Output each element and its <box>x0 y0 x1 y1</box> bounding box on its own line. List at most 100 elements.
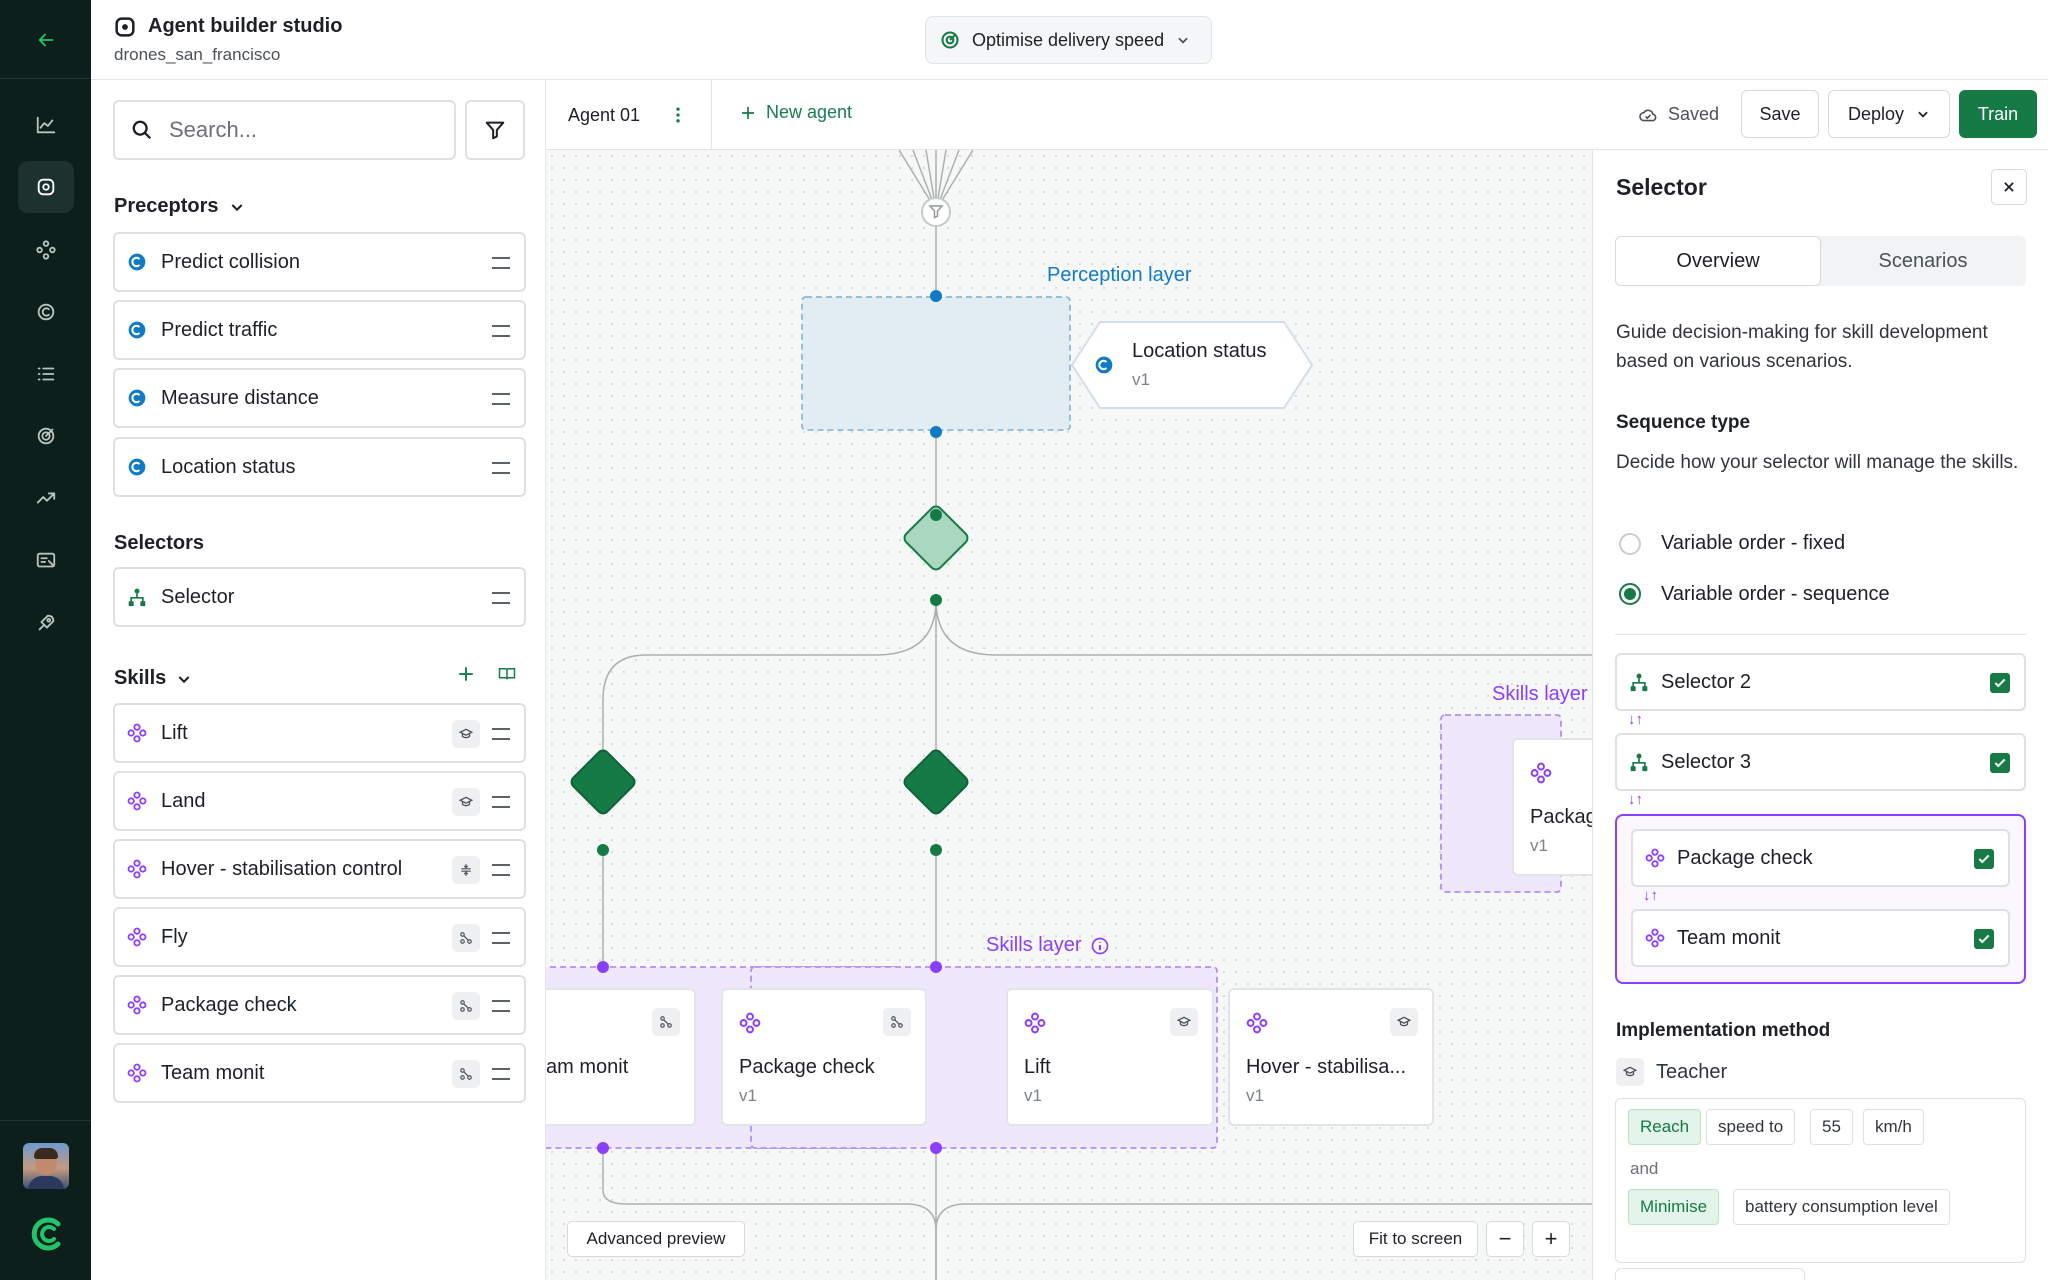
goal-dropdown[interactable]: Optimise delivery speed <box>925 16 1212 64</box>
skills-section-title[interactable]: Skills <box>114 667 192 690</box>
preceptor-icon <box>1095 356 1113 374</box>
preceptor-item[interactable]: Measure distance <box>113 368 526 428</box>
perception-node[interactable]: Location status v1 <box>1070 320 1314 410</box>
train-button[interactable]: Train <box>1959 90 2037 138</box>
tab-agent-01[interactable]: Agent 01 <box>546 80 712 150</box>
new-agent-label: New agent <box>766 102 853 122</box>
skills-title: Skills <box>114 667 167 689</box>
saved-status: Saved <box>1638 104 1719 125</box>
sequence-item[interactable]: Package check <box>1631 829 2010 887</box>
drag-handle-icon[interactable] <box>492 393 510 405</box>
skill-icon <box>1645 848 1665 868</box>
search-input[interactable] <box>169 117 429 143</box>
advanced-preview-button[interactable]: Advanced preview <box>567 1221 745 1257</box>
filter-button[interactable] <box>465 100 525 160</box>
drag-handle-icon[interactable] <box>492 1000 510 1012</box>
project-name: drones_san_francisco <box>114 45 281 64</box>
back-arrow-icon[interactable] <box>18 14 74 66</box>
divider <box>1615 634 2026 635</box>
save-button[interactable]: Save <box>1741 90 1819 138</box>
reports-icon[interactable] <box>18 535 74 587</box>
skills-layer-label-right: Skills layer <box>1492 683 1588 705</box>
sequence-item[interactable]: Selector 3 <box>1615 733 2026 791</box>
drag-handle-icon[interactable] <box>492 728 510 740</box>
tab-overview[interactable]: Overview <box>1615 236 1821 286</box>
search-box[interactable] <box>113 100 456 160</box>
drag-handle-icon[interactable] <box>492 796 510 808</box>
zoom-out-button[interactable]: − <box>1486 1221 1524 1257</box>
reorder-arrows-icon[interactable]: ↓↑ <box>1643 887 1658 904</box>
skill-node[interactable]: am monit <box>546 988 696 1126</box>
skill-icon <box>1246 1012 1268 1034</box>
skill-item[interactable]: Hover - stabilisation control <box>113 839 526 899</box>
info-icon[interactable] <box>1090 936 1110 956</box>
skill-node[interactable]: Package check v1 <box>721 988 927 1126</box>
zoom-in-button[interactable]: + <box>1532 1221 1570 1257</box>
skill-node[interactable]: Packag v1 <box>1512 738 1592 876</box>
selector-hierarchy-icon <box>128 588 146 607</box>
close-button[interactable] <box>1991 169 2027 205</box>
rule-value-chip[interactable]: 55 <box>1810 1109 1853 1145</box>
nodes-icon <box>452 992 480 1020</box>
trend-icon[interactable] <box>18 472 74 524</box>
search-icon <box>132 120 152 140</box>
skill-label: Package check <box>161 993 297 1016</box>
graph-canvas[interactable]: Perception layer Location status v1 Skil… <box>546 150 1592 1280</box>
drag-handle-icon[interactable] <box>492 1068 510 1080</box>
rule-metric-chip[interactable]: battery consumption level <box>1733 1189 1950 1225</box>
more-vertical-icon[interactable] <box>668 104 688 126</box>
deploy-label: Deploy <box>1847 103 1905 124</box>
skill-item[interactable]: Package check <box>113 975 526 1035</box>
preceptor-item[interactable]: Location status <box>113 437 526 497</box>
preceptors-section-title[interactable]: Preceptors <box>114 195 245 218</box>
checkbox-checked-icon[interactable] <box>1990 673 2010 693</box>
rule-metric-chip[interactable]: speed to <box>1706 1109 1796 1145</box>
radio-variable-order-fixed[interactable] <box>1619 533 1641 555</box>
avatar[interactable] <box>23 1143 69 1189</box>
deploy-dropdown-button[interactable]: Deploy <box>1828 90 1950 138</box>
deploy-rocket-icon[interactable] <box>18 597 74 649</box>
skill-item[interactable]: Land <box>113 771 526 831</box>
rule-verb-chip[interactable]: Minimise <box>1628 1189 1720 1225</box>
plus-icon <box>742 106 754 119</box>
sequence-item[interactable]: Team monit <box>1631 909 2010 967</box>
chevron-down-icon <box>1178 37 1188 44</box>
preceptor-icon[interactable] <box>18 286 74 338</box>
skill-icon <box>127 1063 147 1083</box>
sequence-item[interactable]: Selector 2 <box>1615 653 2026 711</box>
drag-handle-icon[interactable] <box>492 592 510 604</box>
skills-icon[interactable] <box>18 224 74 276</box>
skill-item[interactable]: Fly <box>113 907 526 967</box>
drag-handle-icon[interactable] <box>492 864 510 876</box>
new-agent-button[interactable]: New agent <box>740 102 852 123</box>
goals-icon[interactable] <box>18 410 74 462</box>
analytics-icon[interactable] <box>18 99 74 151</box>
reorder-arrows-icon[interactable]: ↓↑ <box>1628 791 1643 808</box>
rule-unit-chip[interactable]: km/h <box>1863 1109 1924 1145</box>
fit-to-screen-button[interactable]: Fit to screen <box>1353 1221 1478 1257</box>
skill-node[interactable]: Hover - stabilisa... v1 <box>1228 988 1434 1126</box>
agent-builder-icon[interactable] <box>18 161 74 213</box>
radio-variable-order-sequence[interactable] <box>1619 583 1641 605</box>
skill-item[interactable]: Team monit <box>113 1043 526 1103</box>
checkbox-checked-icon[interactable] <box>1974 929 1994 949</box>
preceptor-item[interactable]: Predict traffic <box>113 300 526 360</box>
drag-handle-icon[interactable] <box>492 932 510 944</box>
checkbox-checked-icon[interactable] <box>1974 849 1994 869</box>
rule-verb-chip[interactable]: Reach <box>1628 1109 1702 1145</box>
library-book-icon[interactable] <box>497 665 517 683</box>
reorder-arrows-icon[interactable]: ↓↑ <box>1628 711 1643 728</box>
drag-handle-icon[interactable] <box>492 325 510 337</box>
drag-handle-icon[interactable] <box>492 257 510 269</box>
preceptor-item[interactable]: Predict collision <box>113 232 526 292</box>
sequence-type-description: Decide how your selector will manage the… <box>1616 452 2019 473</box>
add-skill-icon[interactable] <box>457 665 475 683</box>
drag-handle-icon[interactable] <box>492 462 510 474</box>
skill-item[interactable]: Lift <box>113 703 526 763</box>
panel-title: Selector <box>1616 174 1707 200</box>
list-icon[interactable] <box>18 348 74 400</box>
selector-item[interactable]: Selector <box>113 567 526 627</box>
checkbox-checked-icon[interactable] <box>1990 753 2010 773</box>
tab-scenarios[interactable]: Scenarios <box>1878 249 1968 272</box>
skill-node[interactable]: Lift v1 <box>1006 988 1214 1126</box>
